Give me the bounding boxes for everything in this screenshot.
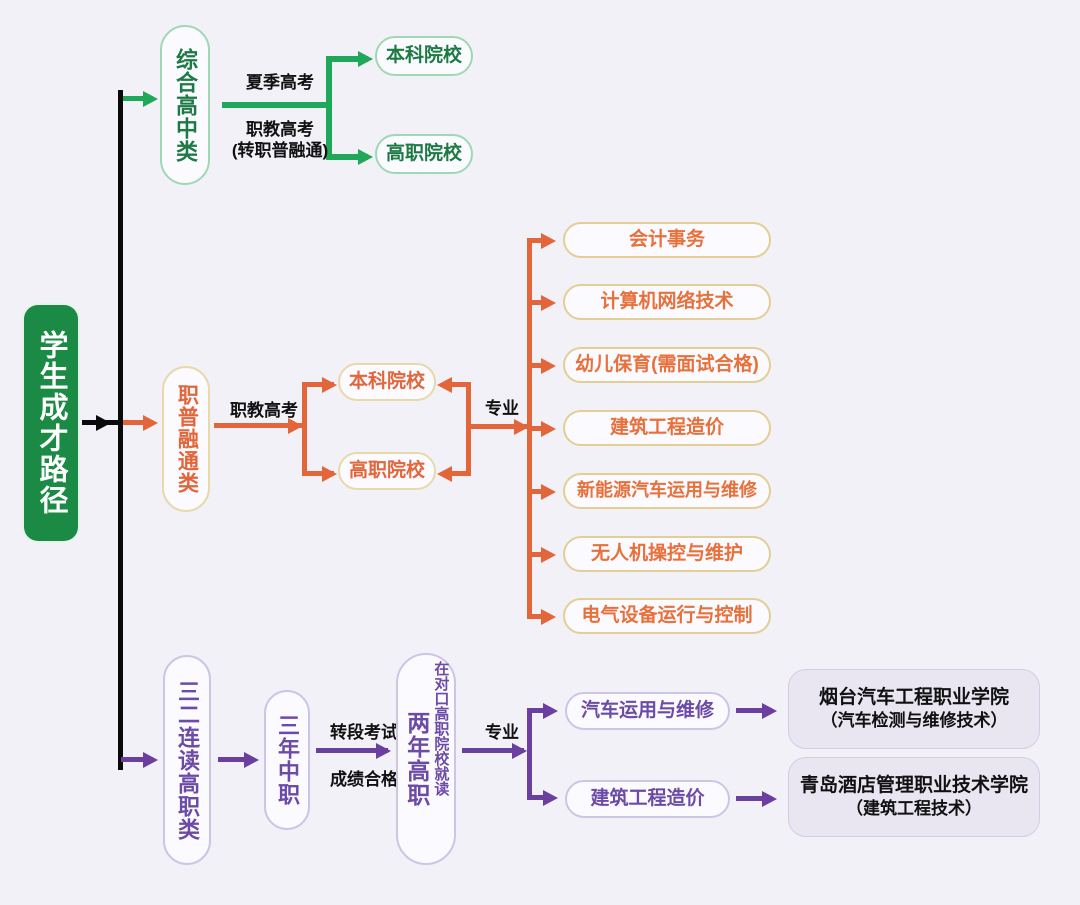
node-threetwo-class[interactable]: 三二连读高职类	[163, 655, 211, 865]
edge-comprehensive-bachelor	[326, 56, 368, 62]
edge-major0-to-school0	[736, 708, 772, 713]
branch-line-threetwo	[121, 757, 153, 762]
majors-stub-6	[527, 614, 549, 619]
node-major-0[interactable]: 会计事务	[563, 222, 771, 258]
arrow-school-0	[762, 702, 777, 719]
node-result-school-0[interactable]: 烟台汽车工程职业学院 （汽车检测与维修技术）	[788, 669, 1040, 749]
edge-label-transfer-pass: 成绩合格	[330, 770, 398, 789]
node-integration-class[interactable]: 职普融通类	[162, 366, 210, 512]
edge-label-integration-exam: 职教高考	[230, 401, 298, 420]
arrow-to-integration	[143, 414, 158, 431]
node-major-3[interactable]: 建筑工程造价	[563, 410, 771, 446]
arrow-threetwo-major-0	[543, 702, 558, 719]
node-two-year-higher-main: 两年高职	[403, 711, 430, 807]
node-two-year-higher[interactable]: 两年高职 在对口高职院校就读	[396, 653, 456, 865]
arrow-major-6	[541, 608, 556, 625]
arrow-root-to-trunk	[96, 414, 111, 431]
arrow-major-2	[541, 357, 556, 374]
edge-integration-split	[302, 382, 307, 476]
arrow-merge-bachelor	[437, 376, 452, 393]
threetwo-majors-spine	[527, 708, 532, 800]
arrow-major-3	[541, 420, 556, 437]
threetwo-stub-0	[527, 708, 551, 713]
majors-stub-2	[527, 363, 549, 368]
node-major-4[interactable]: 新能源汽车运用与维修	[563, 473, 771, 509]
node-three-year-secondary[interactable]: 三年中职	[264, 690, 310, 830]
edge-label-integration-major: 专业	[485, 399, 519, 418]
node-major-6[interactable]: 电气设备运行与控制	[563, 598, 771, 634]
edge-comprehensive-split	[326, 56, 332, 160]
majors-stub-3	[527, 426, 549, 431]
result-school-0-name: 烟台汽车工程职业学院	[818, 686, 1009, 708]
node-major-1[interactable]: 计算机网络技术	[563, 284, 771, 320]
edge-transfer-line	[316, 748, 388, 753]
edge-integration-merge	[466, 382, 471, 476]
arrow-transfer	[376, 742, 391, 759]
edge-major1-to-school1	[736, 796, 772, 801]
edge-label-vocational-exam: 职教高考	[246, 120, 314, 139]
edge-merge-vocational	[448, 471, 471, 476]
node-integration-school-vocational[interactable]: 高职院校	[338, 452, 436, 490]
edge-integration-main	[214, 423, 304, 428]
arrow-integration-major	[514, 418, 529, 435]
node-result-school-1[interactable]: 青岛酒店管理职业技术学院 （建筑工程技术）	[788, 757, 1040, 837]
edge-threetwo-major-line	[462, 748, 524, 753]
arrow-threetwo-secondary	[244, 751, 259, 768]
threetwo-stub-1	[527, 795, 551, 800]
arrow-major-4	[541, 483, 556, 500]
arrow-integration-vocational	[322, 465, 337, 482]
arrow-threetwo-major	[512, 742, 527, 759]
arrow-to-threetwo	[143, 751, 158, 768]
arrow-major-5	[541, 546, 556, 563]
majors-stub-1	[527, 300, 549, 305]
result-school-0-major: （汽车检测与维修技术）	[820, 711, 1008, 731]
node-integration-school-bachelor[interactable]: 本科院校	[338, 363, 436, 401]
arrow-merge-vocational	[437, 465, 452, 482]
result-school-1-name: 青岛酒店管理职业技术学院	[799, 774, 1028, 796]
edge-integration-to-vocational	[302, 471, 334, 476]
edge-comprehensive-main	[222, 102, 332, 108]
arrow-comprehensive-bachelor	[358, 51, 373, 67]
root-node: 学生成才路径	[24, 305, 78, 541]
edge-integration-to-bachelor	[302, 382, 334, 387]
node-major-2[interactable]: 幼儿保育(需面试合格)	[563, 347, 771, 383]
branch-line-comprehensive	[123, 96, 153, 101]
edge-threetwo-to-secondary	[218, 757, 254, 762]
edge-label-summer-exam: 夏季高考	[246, 73, 314, 92]
node-comprehensive-target-vocational[interactable]: 高职院校	[375, 134, 473, 174]
edge-label-transfer-exam: 转段考试	[330, 723, 398, 742]
majors-stub-4	[527, 489, 549, 494]
arrow-to-comprehensive	[143, 90, 158, 107]
node-comprehensive-highschool[interactable]: 综合高中类	[160, 25, 210, 185]
arrow-integration-main	[288, 417, 303, 434]
edge-merge-bachelor	[448, 382, 471, 387]
arrow-comprehensive-vocational	[358, 149, 373, 165]
node-threetwo-major-0[interactable]: 汽车运用与维修	[565, 692, 730, 730]
result-school-1-major: （建筑工程技术）	[846, 799, 982, 819]
trunk-line-vertical	[118, 90, 123, 770]
edge-comprehensive-vocational	[326, 154, 368, 160]
node-comprehensive-target-bachelor[interactable]: 本科院校	[375, 36, 473, 76]
arrow-integration-bachelor	[322, 376, 337, 393]
edge-label-threetwo-major: 专业	[485, 723, 519, 742]
majors-stub-5	[527, 552, 549, 557]
branch-line-integration	[123, 420, 153, 425]
arrow-major-0	[541, 232, 556, 249]
edge-integration-major-line	[466, 424, 528, 429]
edge-label-vocational-exam-note: (转职普融通)	[231, 141, 329, 160]
arrow-school-1	[762, 790, 777, 807]
node-threetwo-major-1[interactable]: 建筑工程造价	[565, 780, 730, 818]
majors-stub-0	[527, 238, 549, 243]
arrow-major-1	[541, 294, 556, 311]
node-major-5[interactable]: 无人机操控与维护	[563, 536, 771, 572]
arrow-threetwo-major-1	[543, 789, 558, 806]
node-two-year-higher-note: 在对口高职院校就读	[432, 661, 450, 796]
